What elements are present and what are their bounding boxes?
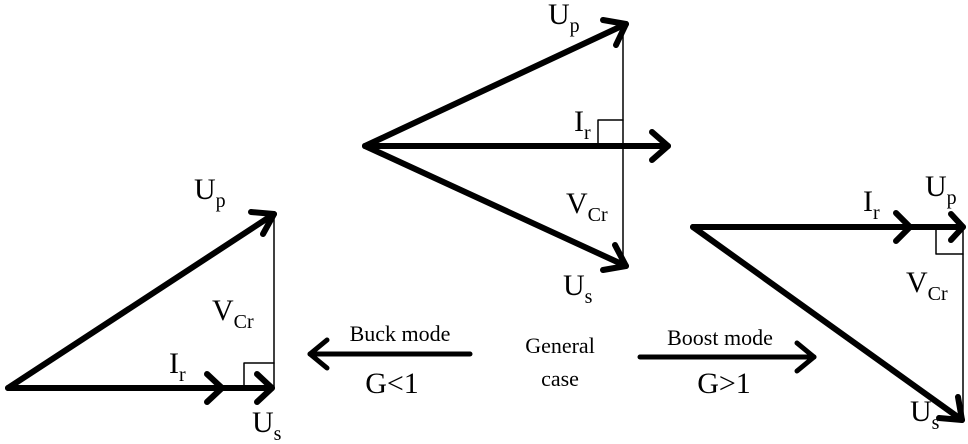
buck-mode-label: Buck mode (350, 321, 451, 346)
up-phasor (5, 211, 277, 391)
up-arrowhead (248, 209, 277, 237)
up-arrowhead (600, 17, 629, 48)
boost-up-label: Up (925, 170, 957, 209)
us-phasor (362, 143, 629, 269)
buck-condition-label: G<1 (365, 367, 419, 400)
boost-vcr-label: VCr (906, 266, 948, 305)
general-vcr-label: VCr (566, 187, 608, 226)
buck-vcr-label: VCr (212, 294, 254, 333)
boost-mode-diagram (690, 210, 966, 423)
up-phasor (362, 21, 629, 149)
boost-condition-label: G>1 (697, 367, 751, 400)
right-angle-mark (597, 119, 624, 147)
right-angle-mark (243, 362, 275, 389)
buck-mode-diagram (5, 209, 277, 405)
buck-mode-arrow (307, 337, 473, 371)
general-us-label: Us (563, 269, 593, 308)
ir-arrowhead (204, 371, 225, 405)
buck-up-label: Up (194, 173, 226, 212)
us-arrowhead (600, 242, 629, 273)
us-arrowhead (936, 394, 965, 423)
ir-arrowhead (649, 129, 671, 163)
us-arrowhead (254, 371, 275, 405)
general-up-label: Up (548, 0, 580, 37)
general-case-diagram (362, 17, 671, 273)
boost-mode-label: Boost mode (667, 325, 773, 350)
boost-ir-label: Ir (863, 185, 880, 224)
buck-us-label: Us (252, 406, 282, 444)
general-case-line1: General (525, 333, 595, 358)
us-phasor (690, 224, 965, 423)
boost-mode-arrow (637, 340, 817, 374)
buck-ir-label: Ir (169, 347, 186, 386)
right-angle-mark (935, 226, 964, 255)
general-case-line2: case (541, 366, 579, 391)
ir-arrowhead (893, 210, 913, 244)
boost-us-label: Us (910, 395, 940, 434)
general-ir-label: Ir (574, 105, 591, 144)
